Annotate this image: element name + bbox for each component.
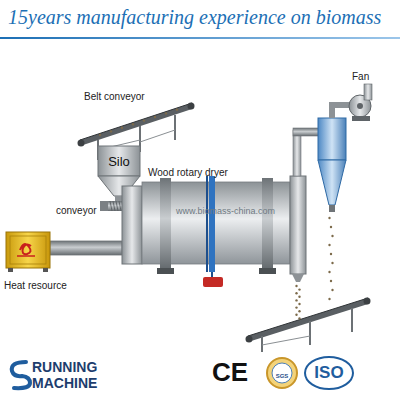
material-particle bbox=[328, 217, 330, 219]
material-particle bbox=[295, 299, 297, 301]
screw-flight bbox=[110, 201, 112, 211]
fan bbox=[349, 84, 372, 121]
material-particle bbox=[298, 288, 300, 290]
running-machine-logo-icon bbox=[12, 362, 30, 388]
ce-mark: CE bbox=[212, 357, 248, 388]
sgs-mark: SGS bbox=[276, 364, 289, 382]
material-particle bbox=[330, 226, 332, 228]
logo-text: MACHINE bbox=[32, 374, 97, 392]
part-label-text: Belt conveyor bbox=[84, 91, 145, 102]
part-label-text: Heat resource bbox=[4, 280, 67, 291]
part-label: Wood rotary dryer bbox=[148, 162, 228, 180]
watermark: www.biomass-china.com bbox=[176, 200, 275, 218]
material-particle bbox=[295, 314, 297, 316]
part-label: Fan bbox=[352, 66, 369, 84]
screw-flight bbox=[119, 201, 121, 211]
material-particle bbox=[176, 109, 178, 111]
screw-flight bbox=[113, 201, 115, 211]
discharge-hood bbox=[290, 128, 319, 282]
iso-mark-text: ISO bbox=[314, 363, 343, 382]
banner-rule bbox=[0, 37, 400, 39]
sgs-mark-text: SGS bbox=[276, 373, 289, 379]
sgs-badge-inner bbox=[272, 363, 292, 383]
material-particle bbox=[298, 317, 300, 319]
material-particle bbox=[154, 116, 156, 118]
material-particle bbox=[298, 296, 300, 298]
feed-box bbox=[122, 186, 142, 264]
material-particle bbox=[295, 292, 297, 294]
banner-title-text: 15years manufacturing experience on biom… bbox=[8, 6, 381, 28]
iso-mark: ISO bbox=[314, 363, 343, 383]
material-particle bbox=[331, 235, 333, 237]
banner-title: 15years manufacturing experience on biom… bbox=[8, 6, 381, 29]
heat-furnace bbox=[6, 232, 122, 272]
material-particle bbox=[110, 130, 112, 132]
part-label-text: conveyor bbox=[56, 205, 97, 216]
silo-label: Silo bbox=[108, 154, 130, 169]
material-particle bbox=[121, 127, 123, 129]
iso-badge bbox=[305, 357, 353, 389]
material-particle bbox=[132, 123, 134, 125]
material-particle bbox=[328, 271, 330, 273]
screw-flight bbox=[116, 201, 118, 211]
sgs-badge bbox=[267, 358, 297, 388]
falling-material bbox=[99, 109, 334, 320]
part-label: conveyor bbox=[56, 200, 97, 218]
material-particle bbox=[330, 280, 332, 282]
material-particle bbox=[330, 253, 332, 255]
part-label-text: Wood rotary dryer bbox=[148, 167, 228, 178]
material-particle bbox=[331, 289, 333, 291]
part-label-text: Fan bbox=[352, 71, 369, 82]
part-label: Heat resource bbox=[4, 275, 67, 293]
material-particle bbox=[298, 310, 300, 312]
logo-text-text: MACHINE bbox=[32, 375, 97, 391]
material-particle bbox=[295, 285, 297, 287]
rotary-drum bbox=[142, 176, 290, 287]
material-particle bbox=[328, 298, 330, 300]
logo-text-text: RUNNING bbox=[32, 359, 97, 375]
logo-text: RUNNING bbox=[32, 358, 97, 376]
material-particle bbox=[99, 134, 101, 136]
material-particle bbox=[298, 303, 300, 305]
part-label: Belt conveyor bbox=[84, 86, 145, 104]
material-particle bbox=[143, 119, 145, 121]
material-particle bbox=[295, 306, 297, 308]
silo-box: Silo bbox=[98, 146, 140, 176]
material-particle bbox=[328, 244, 330, 246]
cyclone-separator bbox=[318, 102, 351, 212]
material-particle bbox=[165, 112, 167, 114]
bottom-belt-conveyor bbox=[246, 298, 371, 353]
ce-mark-text: CE bbox=[212, 357, 248, 387]
material-particle bbox=[331, 262, 333, 264]
watermark-text: www.biomass-china.com bbox=[176, 206, 275, 216]
